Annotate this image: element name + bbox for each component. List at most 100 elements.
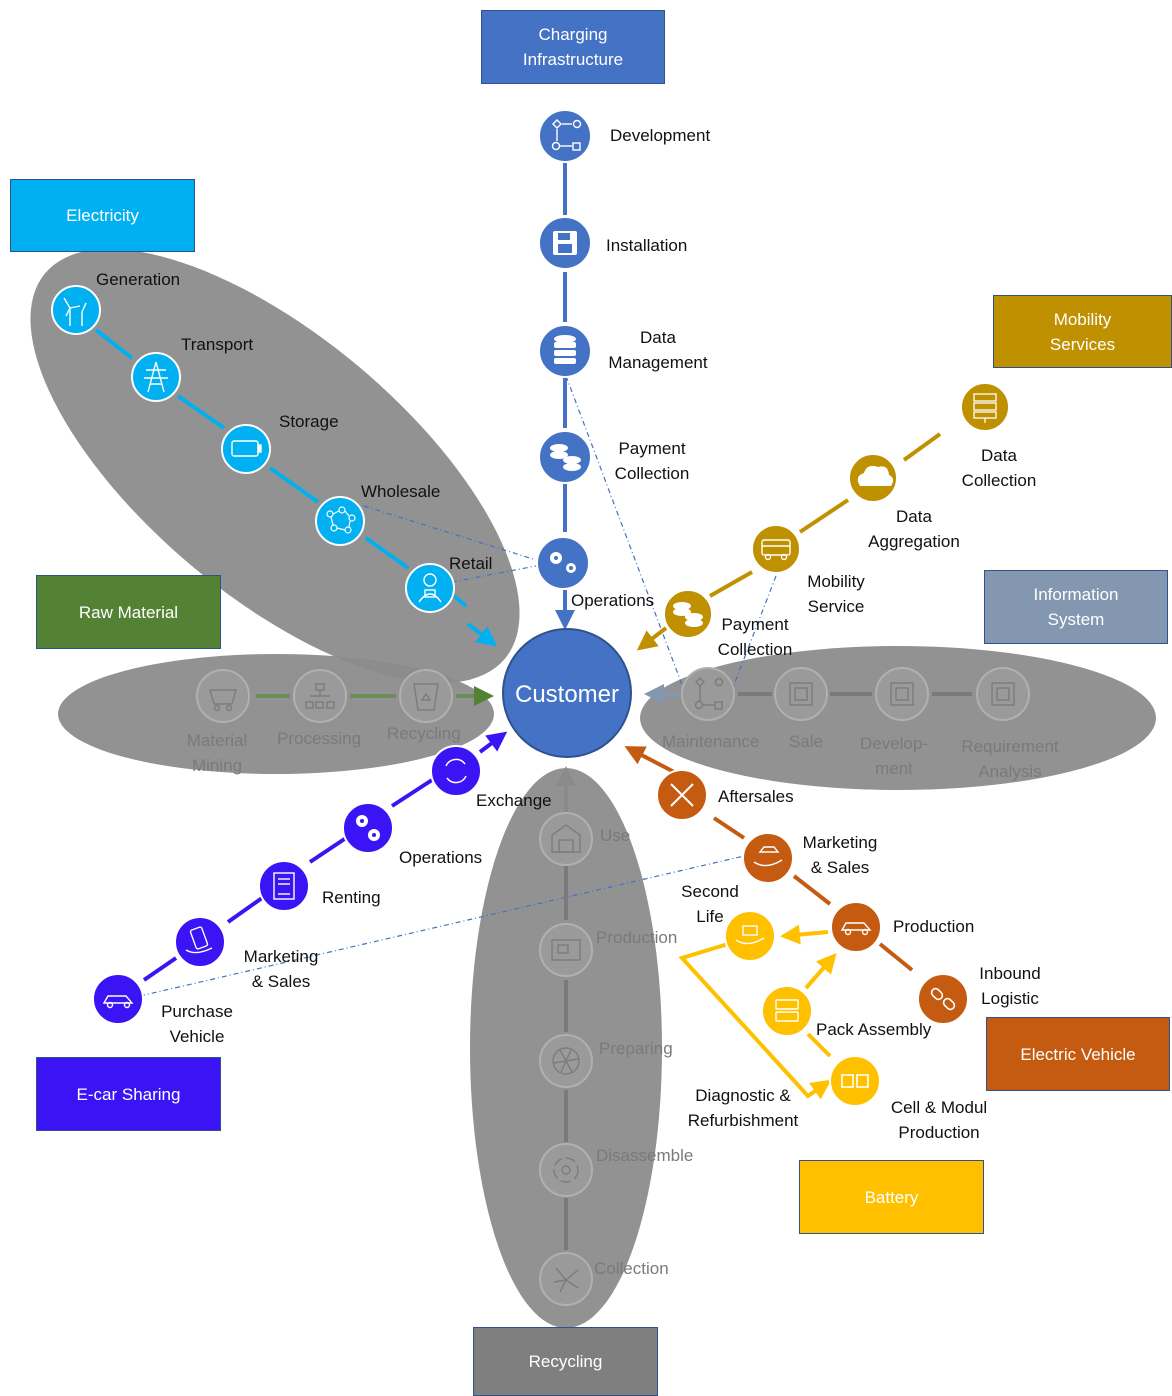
refresh-icon: [445, 758, 467, 784]
car-hand-icon: [753, 846, 783, 867]
electricity-chain: [94, 328, 498, 647]
car-sharing-node-operations[interactable]: [342, 802, 394, 854]
chip-icon: [890, 682, 914, 706]
contract-icon: [273, 872, 295, 900]
category-electricity[interactable]: Electricity: [10, 179, 195, 252]
information-node-development[interactable]: [875, 667, 929, 721]
charging-node-development[interactable]: [538, 109, 592, 163]
raw-material-label-mining: Material Mining: [186, 731, 248, 775]
mobility-node-mobility-service[interactable]: [751, 524, 801, 574]
tools-icon: [670, 783, 694, 807]
battery-pack-icon: [775, 999, 799, 1022]
category-mobility-services[interactable]: Mobility Services: [993, 295, 1172, 368]
information-label-sale: Sale: [789, 732, 824, 751]
electricity-node-generation[interactable]: [51, 285, 101, 335]
ev-node-production[interactable]: [830, 901, 882, 953]
ev-node-marketing-sales[interactable]: [742, 832, 794, 884]
car-sharing-chain: [142, 731, 508, 982]
battery-hand-icon: [735, 925, 765, 945]
battery-cells-icon: [841, 1074, 869, 1088]
charging-label-development: Development: [610, 126, 711, 145]
electricity-node-retail[interactable]: [405, 563, 455, 613]
mobility-node-data-aggregation[interactable]: [848, 453, 898, 503]
battery-chain: [678, 924, 837, 1100]
mobility-node-payment-collection[interactable]: [663, 589, 713, 639]
phone-hand-icon: [185, 926, 213, 954]
electricity-node-storage[interactable]: [221, 424, 271, 474]
car-sharing-label-renting: Renting: [322, 888, 381, 907]
category-raw-material[interactable]: Raw Material: [36, 575, 221, 649]
ev-label-aftersales: Aftersales: [718, 787, 794, 806]
battery-label-diagnostic-refurbishment: Diagnostic & Refurbishment: [687, 1086, 799, 1130]
car-icon: [102, 995, 134, 1009]
shutter-icon: [552, 1047, 580, 1075]
customer-node[interactable]: [502, 628, 632, 758]
floppy-disk-icon: [553, 231, 577, 255]
category-battery[interactable]: Battery: [799, 1160, 984, 1234]
mobility-chain: [636, 432, 942, 651]
shatter-icon: [553, 1267, 579, 1293]
charging-label-installation: Installation: [606, 236, 688, 255]
battery-label-cell-module-production: Cell & Modul Production: [890, 1098, 988, 1142]
recycling-node-disassemble[interactable]: [539, 1143, 593, 1197]
battery-node-pack-assembly[interactable]: [761, 985, 813, 1037]
ev-label-production: Production: [893, 917, 975, 936]
battery-label-pack-assembly: Pack Assembly: [816, 1020, 932, 1039]
car-sharing-label-purchase-vehicle: Purchase Vehicle: [161, 1002, 233, 1046]
recycling-node-production[interactable]: [539, 923, 593, 977]
electricity-node-wholesale[interactable]: [315, 496, 365, 546]
recycling-node-collection[interactable]: [539, 1252, 593, 1306]
information-node-sale[interactable]: [774, 667, 828, 721]
flowchart-icon: [694, 677, 724, 710]
electricity-label-wholesale: Wholesale: [361, 482, 441, 501]
recycling-label-preparing: Preparing: [599, 1039, 673, 1058]
charging-label-operations: Operations: [571, 591, 655, 610]
category-charging-infrastructure[interactable]: Charging Infrastructure: [481, 10, 665, 84]
car-sharing-node-exchange[interactable]: [430, 745, 482, 797]
category-information-system[interactable]: Information System: [984, 570, 1168, 644]
raw-material-label-processing: Processing: [277, 729, 362, 748]
recycling-label-production: Production: [596, 928, 678, 947]
raw-material-node-mining[interactable]: [196, 669, 250, 723]
category-recycling[interactable]: Recycling: [473, 1327, 658, 1396]
recycling-label-disassemble: Disassemble: [596, 1146, 694, 1165]
car-sharing-node-marketing-sales[interactable]: [174, 916, 226, 968]
information-label-requirement-analysis: Requirement Analysis: [961, 737, 1059, 781]
ev-node-aftersales[interactable]: [656, 769, 708, 821]
electricity-label-generation: Generation: [96, 270, 181, 289]
battery-node-second-life[interactable]: [724, 910, 776, 962]
car-icon: [840, 922, 872, 936]
information-label-development: Develop- ment: [859, 734, 929, 778]
mobility-label-payment-collection: Payment Collection: [717, 615, 793, 659]
recycling-node-preparing[interactable]: [539, 1034, 593, 1088]
car-sharing-node-purchase-vehicle[interactable]: [92, 973, 144, 1025]
raw-material-node-recycling[interactable]: [399, 669, 453, 723]
battery-node-cell-module-production[interactable]: [829, 1055, 881, 1107]
charging-node-payment-collection[interactable]: [538, 430, 592, 484]
electricity-label-transport: Transport: [181, 335, 254, 354]
information-node-maintenance[interactable]: [681, 667, 735, 721]
charging-node-data-management[interactable]: [538, 324, 592, 378]
electricity-node-transport[interactable]: [131, 352, 181, 402]
raw-material-node-processing[interactable]: [293, 669, 347, 723]
wind-turbine-icon: [63, 297, 87, 326]
car-sharing-label-marketing-sales: Marketing & Sales: [243, 947, 319, 991]
charging-node-operations[interactable]: [536, 536, 590, 590]
factory-icon: [551, 939, 581, 961]
ev-node-inbound-logistic[interactable]: [917, 973, 969, 1025]
battery-icon: [231, 440, 262, 457]
charging-label-data-management: Data Management: [608, 328, 708, 372]
recycling-node-use[interactable]: [539, 812, 593, 866]
information-node-requirement-analysis[interactable]: [976, 667, 1030, 721]
car-sharing-node-renting[interactable]: [258, 860, 310, 912]
customer-label: Customer: [514, 681, 620, 708]
car-sharing-label-exchange: Exchange: [476, 791, 552, 810]
electricity-label-storage: Storage: [279, 412, 339, 431]
category-e-car-sharing[interactable]: E-car Sharing: [36, 1057, 221, 1131]
category-electric-vehicle[interactable]: Electric Vehicle: [986, 1017, 1170, 1091]
electricity-label-retail: Retail: [449, 554, 493, 573]
chip-icon: [789, 682, 813, 706]
charging-node-installation[interactable]: [538, 216, 592, 270]
mobility-node-data-collection[interactable]: [960, 382, 1010, 432]
information-label-maintenance: Maintenance: [662, 732, 760, 751]
